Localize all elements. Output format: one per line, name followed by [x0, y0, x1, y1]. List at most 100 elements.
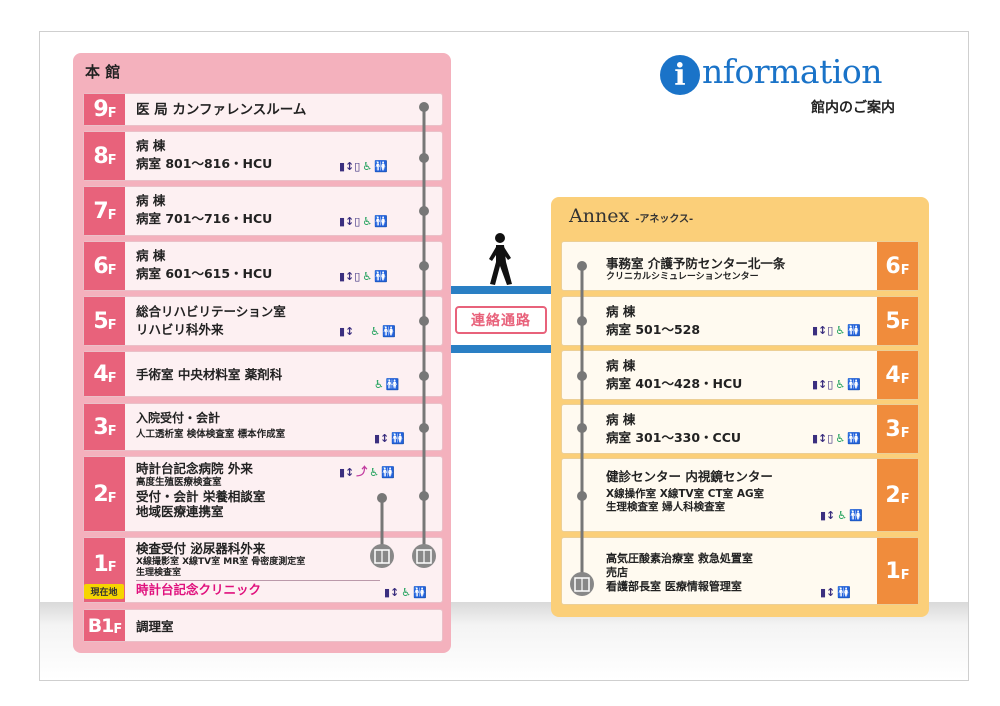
main-building-title: 本 館 [85, 63, 121, 81]
stop-6f [419, 261, 429, 271]
restroom-icon: 🚻 [374, 160, 388, 173]
annex-stop-4f [577, 371, 587, 381]
annex-stop-3f [577, 423, 587, 433]
facility-icons: ▮↕▯♿🚻 [812, 324, 861, 337]
facility-icons: ▮↕♿🚻 [820, 509, 863, 522]
elevator-icon: ▮↕ [339, 466, 355, 479]
current-location-badge: 現在地 [84, 584, 124, 599]
floor-text: 病 棟病室 601～615・HCU [136, 248, 273, 281]
elevator-icon: ▮↕ [374, 432, 390, 445]
floor-text: 病 棟病室 301～330・CCU [606, 412, 742, 445]
facility-icons: ♿🚻 [374, 378, 400, 391]
facility-icons: ▮↕▯♿🚻 [812, 378, 861, 391]
restroom-icon: 🚻 [413, 586, 427, 599]
restroom-icon: 🚻 [374, 270, 388, 283]
logo-word: nformation [702, 52, 883, 91]
restroom-icon: 🚻 [391, 432, 405, 445]
facility-icons: ▮↕♿🚻 [339, 325, 396, 338]
floor-text: 調理室 [136, 619, 174, 634]
restroom-icon: 🚻 [847, 378, 861, 391]
elevator-icon: ▮↕▯ [339, 160, 361, 173]
corridor-label: 連絡通路 [455, 306, 547, 334]
floor-text: 時計台記念病院 外来 高度生殖医療検査室 受付・会計 栄養相談室 地域医療連携室 [136, 461, 266, 520]
info-icon: i [660, 55, 700, 95]
annex-stop-2f [577, 491, 587, 501]
annex-title: Annex -アネックス- [569, 205, 694, 227]
wheelchair-icon: ♿ [837, 509, 848, 522]
stop-3f [419, 423, 429, 433]
restroom-icon: 🚻 [374, 215, 388, 228]
facility-icons: ▮↕▯♿🚻 [812, 432, 861, 445]
wheelchair-icon: ♿ [362, 215, 373, 228]
wheelchair-icon: ♿ [362, 160, 373, 173]
elevator-icon: ▮↕ [339, 325, 355, 338]
page-subtitle: 館内のご案内 [811, 100, 895, 116]
wheelchair-icon: ♿ [401, 586, 412, 599]
wheelchair-icon: ♿ [835, 432, 846, 445]
facility-icons: ▮↕♿🚻 [384, 586, 427, 599]
elevator-icon: ▮↕▯ [812, 432, 834, 445]
wheelchair-icon: ♿ [835, 378, 846, 391]
stop-5f [419, 316, 429, 326]
facility-icons: ▮↕🚻 [374, 432, 405, 445]
floor-text: 事務室 介護予防センター北一条クリニカルシミュレーションセンター [606, 256, 786, 282]
facility-icons: ▮↕▯♿🚻 [339, 160, 388, 173]
floor-text: 医 局 カンファレンスルーム [136, 102, 307, 118]
wheelchair-icon: ♿ [374, 378, 384, 391]
elevator-icon: ▮↕▯ [339, 215, 361, 228]
walking-person-icon [486, 232, 514, 290]
floor-text: 病 棟病室 501～528 [606, 304, 701, 337]
annex-stop-6f [577, 261, 587, 271]
facility-icons: ▮↕⤴♿🚻 [339, 463, 395, 479]
stop-2f [419, 491, 429, 501]
elevator-icon: ▮↕▯ [812, 324, 834, 337]
corridor-top-rail [451, 286, 551, 294]
annex-stop-5f [577, 316, 587, 326]
floor-text: 手術室 中央材料室 薬剤科 [136, 367, 283, 382]
wheelchair-icon: ♿ [362, 270, 373, 283]
wheelchair-icon: ♿ [369, 466, 380, 479]
floor-text: 病 棟病室 801～816・HCU [136, 138, 273, 171]
wheelchair-icon: ♿ [835, 324, 846, 337]
corridor-bottom-rail [451, 345, 551, 353]
nursing-icon: ⤴ [356, 465, 368, 478]
floor-text: 総合リハビリテーション室リハビリ科外来 [136, 304, 286, 337]
stop-9f [419, 102, 429, 112]
elevator-icon: ▮↕▯ [812, 378, 834, 391]
elevator-icon: ▮↕▯ [339, 270, 361, 283]
restroom-icon: 🚻 [847, 324, 861, 337]
restroom-icon: 🚻 [385, 378, 400, 391]
logo-letter: i [674, 57, 686, 93]
stop-4f [419, 371, 429, 381]
facility-icons: ▮↕▯♿🚻 [339, 215, 388, 228]
facility-icons: ▮↕🚻 [820, 586, 851, 599]
floor-text: 病 棟病室 701～716・HCU [136, 193, 273, 226]
